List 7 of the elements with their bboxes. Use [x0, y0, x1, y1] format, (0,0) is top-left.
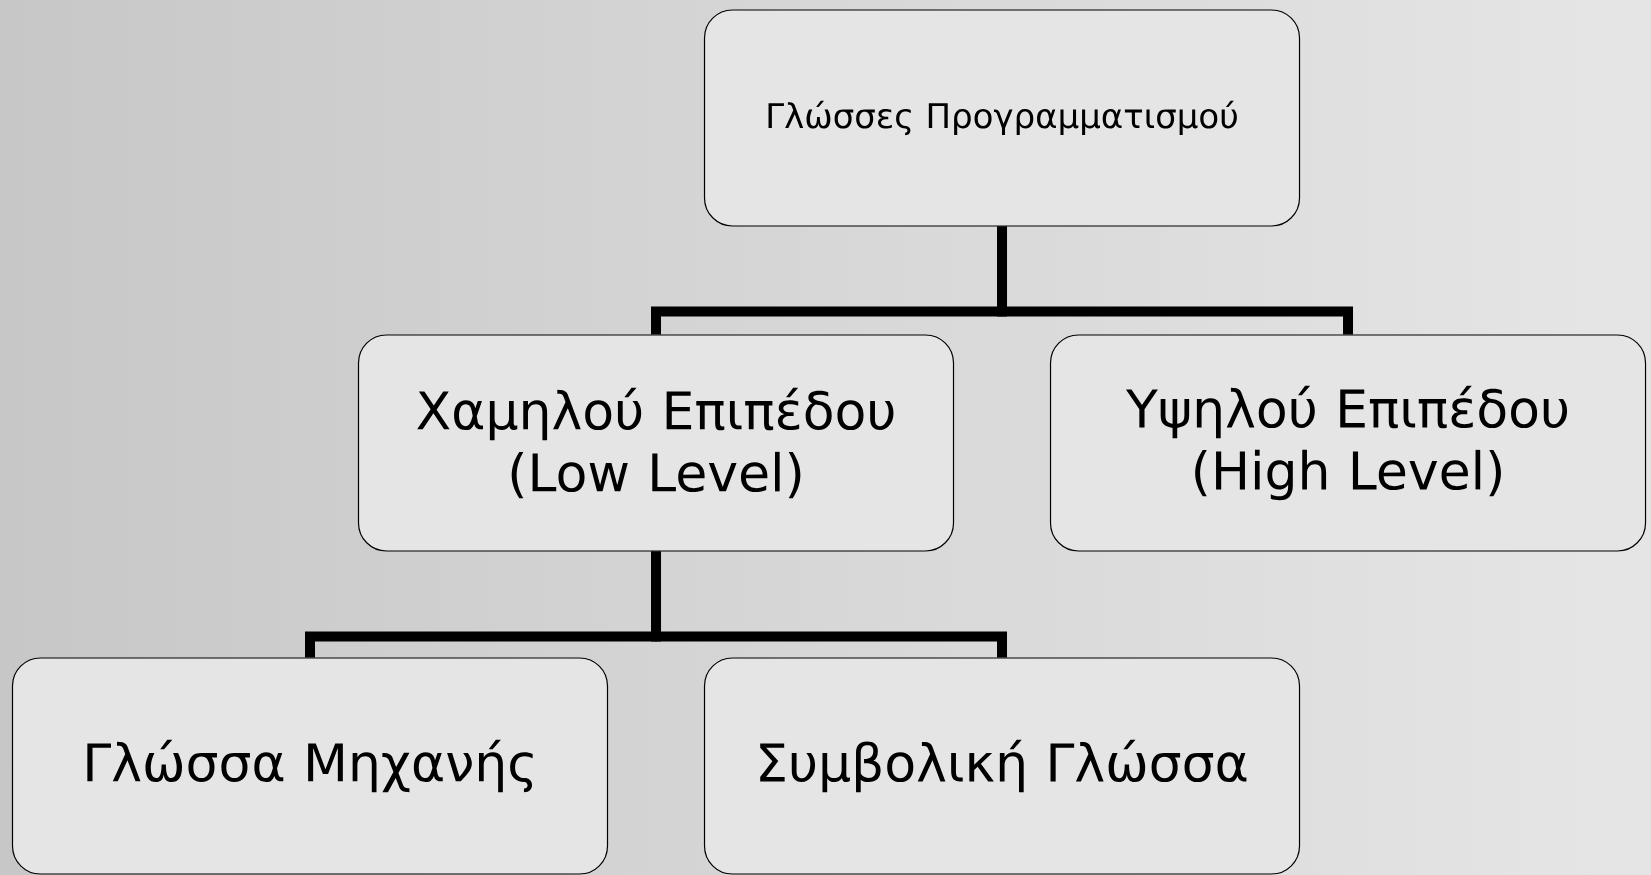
box: Υψηλού Επιπέδου (High Level) [1049, 334, 1647, 552]
connector [651, 551, 1007, 658]
box: Χαμηλού Επιπέδου (Low Level) [357, 334, 955, 552]
box: Γλώσσες Προγραμματισμού [703, 9, 1301, 227]
box: Γλώσσα Μηχανής [11, 657, 609, 875]
box: Συμβολική Γλώσσα [703, 657, 1301, 875]
connector [997, 226, 1353, 335]
